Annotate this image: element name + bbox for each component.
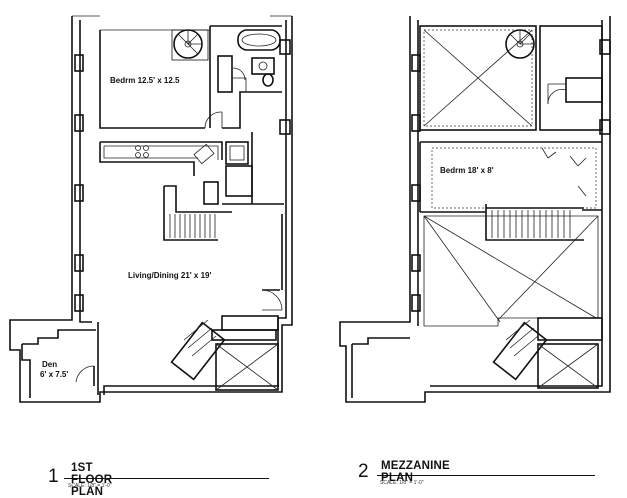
title-rule-1 (64, 478, 269, 479)
label-bedroom-1: Bedrm 12.5' x 12.5 (110, 76, 180, 85)
spiral-stair-2 (505, 29, 535, 59)
first-floor-stair (163, 185, 232, 241)
first-floor-bathroom (209, 25, 282, 128)
label-den: Den (42, 360, 57, 369)
mezzanine-closets (492, 317, 603, 389)
mezzanine-bay (351, 337, 410, 398)
first-floor-entry-door (261, 214, 283, 311)
kitchen (99, 132, 284, 205)
title-rule-2 (377, 475, 595, 476)
open-to-below-living (423, 215, 599, 327)
label-bedroom-2: Bedrm 18' x 8' (440, 166, 494, 175)
plan-number-2: 2 (358, 461, 369, 482)
spiral-stair-1 (171, 29, 209, 61)
plan-scale-2: SCALE: 1/8" = 1'-0" (380, 480, 424, 486)
first-floor-plan: Bedrm 12.5' x 12.5 Living/Dining 21' x 1… (9, 15, 293, 403)
den (21, 329, 96, 398)
plan-number-1: 1 (48, 466, 59, 487)
label-den-dims: 6' x 7.5' (40, 370, 68, 379)
mezzanine-bedroom (419, 141, 602, 213)
open-to-below-upper (419, 25, 537, 131)
first-floor-outer-walls (9, 15, 293, 403)
label-living-dining: Living/Dining 21' x 19' (128, 271, 211, 280)
mezzanine-stair-rail (485, 204, 584, 241)
plan-title-1: 1ST FLOOR PLAN (71, 462, 113, 498)
first-floor-closets (170, 315, 279, 391)
mezzanine-plan: Bedrm 18' x 8' (339, 16, 611, 403)
plan-scale-1: SCALE: 1/8" = 1'-0" (68, 483, 112, 489)
mezzanine-bath (539, 25, 603, 131)
